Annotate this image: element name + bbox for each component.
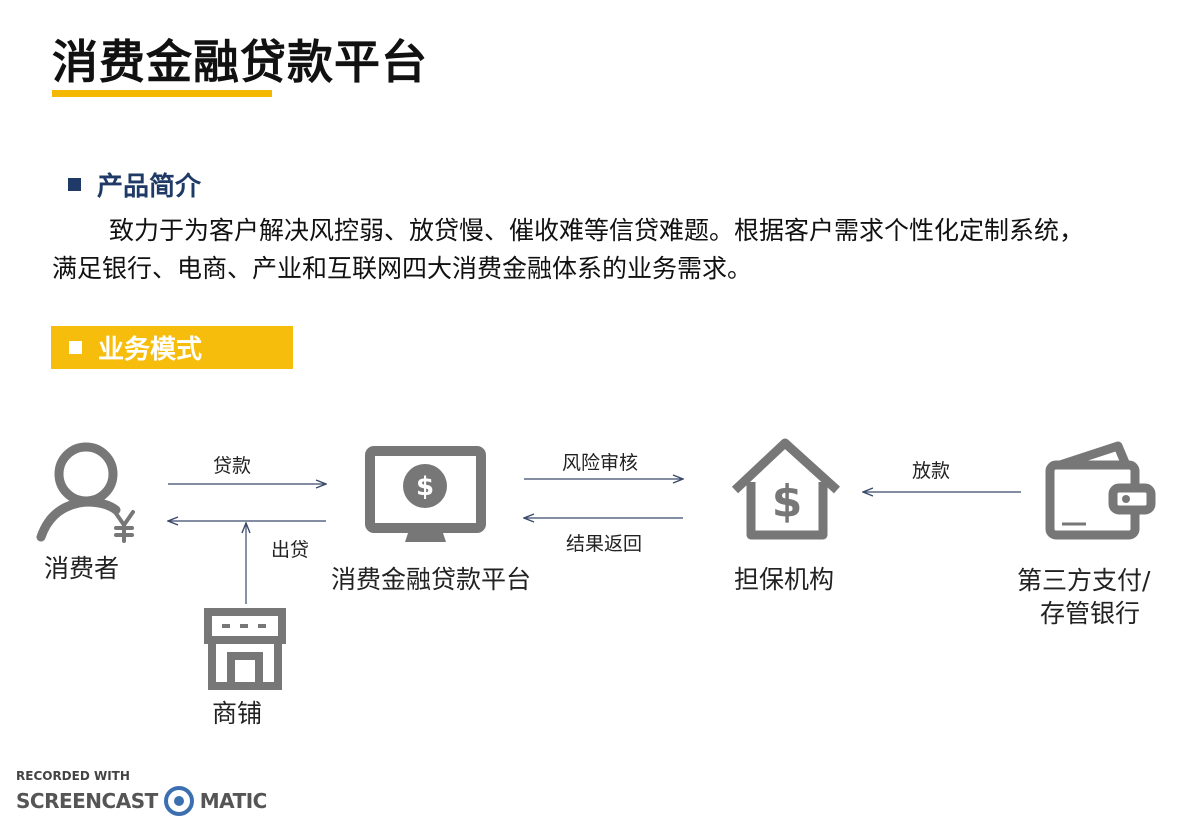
edge-label-loan: 贷款 [213,455,252,477]
node-label-bank-line2: 存管银行 [1040,599,1141,628]
wallet-icon [1045,441,1156,540]
square-bullet-icon [69,341,82,354]
watermark-left-text: SCREENCAST [16,789,158,813]
store-icon [204,608,286,690]
edge-label-result-return: 结果返回 [566,533,643,555]
person-yuan-icon [36,442,135,543]
square-bullet-icon [68,178,81,191]
intro-text: 致力于为客户解决风控弱、放贷慢、催收难等信贷难题。根据客户需求个性化定制系统，满… [52,216,1085,283]
node-label-platform: 消费金融贷款平台 [331,565,532,594]
svg-text:$: $ [416,472,434,502]
edge-label-payout: 出贷 [271,539,310,561]
title-underline [52,90,272,97]
monitor-dollar-icon: $ [365,446,486,542]
house-dollar-icon: $ [731,438,841,540]
node-label-consumer: 消费者 [44,554,120,583]
screencast-logo-icon [163,786,194,816]
node-label-bank-line1: 第三方支付/ [1017,566,1151,595]
node-label-shop: 商铺 [212,699,263,728]
mode-heading: 业务模式 [51,326,293,369]
svg-text:$: $ [772,476,803,527]
intro-heading-label: 产品简介 [97,172,202,202]
mode-heading-label: 业务模式 [98,335,203,365]
watermark-right-text: MATIC [199,789,268,813]
edge-label-disburse: 放款 [912,460,951,482]
page-title: 消费金融贷款平台 [52,35,428,89]
watermark-logo: SCREENCAST MATIC [16,786,267,816]
watermark-recorded-with: RECORDED WITH [16,769,130,783]
node-label-guarantor: 担保机构 [734,565,835,594]
intro-heading: 产品简介 [68,166,201,203]
edge-label-risk-review: 风险审核 [562,452,639,474]
